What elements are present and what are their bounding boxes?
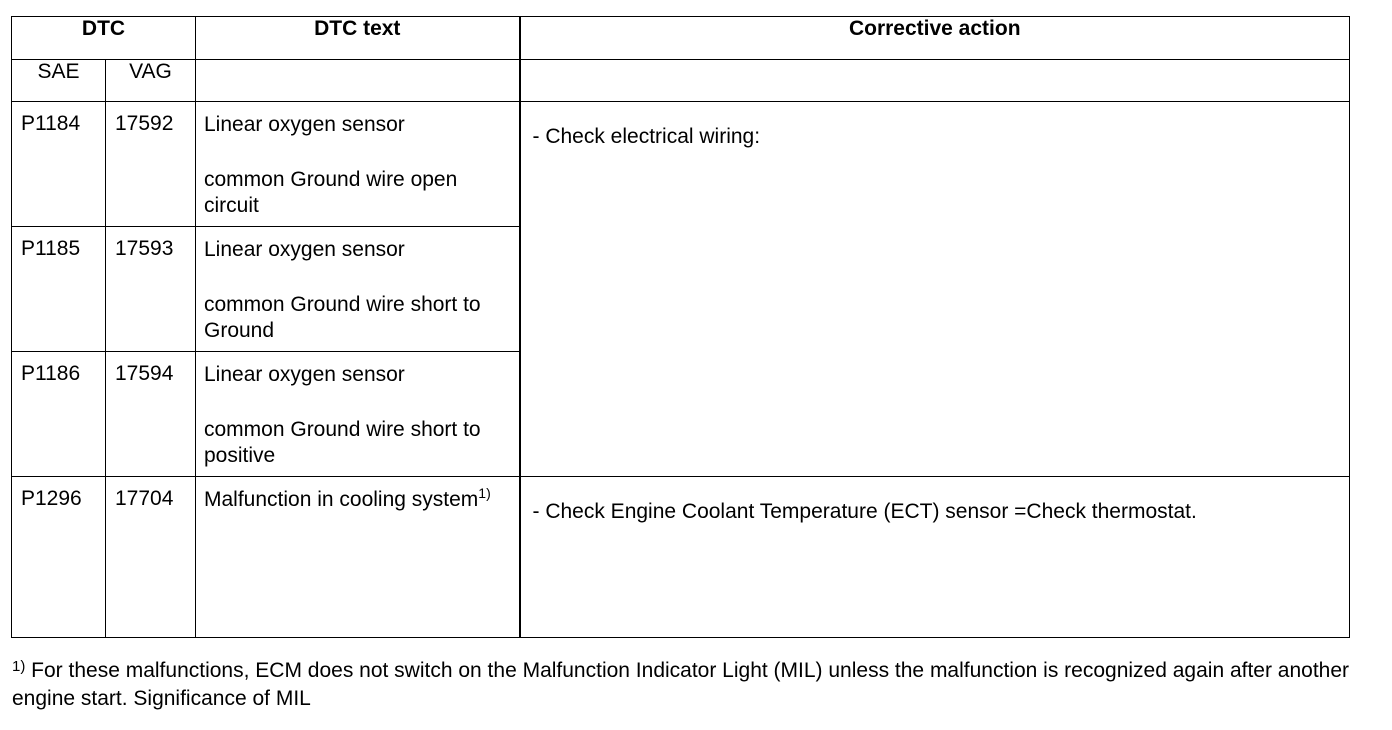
footnote-mark: 1) xyxy=(12,658,26,675)
dtc-text-cell: Linear oxygen sensor common Ground wire … xyxy=(195,101,520,227)
sae-code: P1186 xyxy=(11,351,106,477)
vag-code: 17704 xyxy=(105,476,196,638)
footnote: 1) For these malfunctions, ECM does not … xyxy=(12,657,1372,713)
corrective-action-text: - Check Engine Coolant Temperature (ECT)… xyxy=(532,500,1197,523)
dtc-text-line2: common Ground wire short to Ground xyxy=(204,293,481,342)
table-row: P1185 17593 Linear oxygen sensor common … xyxy=(11,226,1350,352)
sae-code: P1296 xyxy=(11,476,106,638)
dtc-text-cell: Malfunction in cooling system1) xyxy=(195,476,520,638)
header-row: DTC DTC text Corrective action xyxy=(11,16,1350,60)
table-row: P1186 17594 Linear oxygen sensor common … xyxy=(11,351,1350,477)
subheader-empty-text xyxy=(195,59,520,102)
corrective-action-text: - Check electrical wiring: xyxy=(532,125,761,148)
dtc-text-cell: Linear oxygen sensor common Ground wire … xyxy=(195,226,520,352)
dtc-text-line2: common Ground wire short to positive xyxy=(204,418,481,467)
header-corrective-action: Corrective action xyxy=(518,16,1350,60)
corrective-action-cell: - Check Engine Coolant Temperature (ECT)… xyxy=(518,476,1350,638)
dtc-table: DTC DTC text Corrective action SAE VAG P… xyxy=(11,16,1350,638)
table-row: P1184 17592 Linear oxygen sensor common … xyxy=(11,101,1350,477)
dtc-text-line1: Malfunction in cooling system xyxy=(204,488,479,511)
subheader-row: SAE VAG xyxy=(11,59,1350,102)
subheader-vag: VAG xyxy=(105,59,196,102)
header-dtc: DTC xyxy=(11,16,196,60)
header-dtc-text: DTC text xyxy=(195,16,520,60)
vag-code: 17592 xyxy=(105,101,196,227)
dtc-text-line1: Linear oxygen sensor xyxy=(204,113,405,136)
vag-code: 17593 xyxy=(105,226,196,352)
subheader-sae: SAE xyxy=(11,59,106,102)
corrective-action-cell: - Check electrical wiring: xyxy=(518,101,1350,477)
subheader-empty-action xyxy=(518,59,1350,102)
sae-code: P1184 xyxy=(11,101,106,227)
dtc-text-cell: Linear oxygen sensor common Ground wire … xyxy=(195,351,520,477)
dtc-text-line1: Linear oxygen sensor xyxy=(204,238,405,261)
footnote-marker: 1) xyxy=(478,485,491,501)
sae-code: P1185 xyxy=(11,226,106,352)
dtc-text-line2: common Ground wire open circuit xyxy=(204,168,458,217)
table-row: P1296 17704 Malfunction in cooling syste… xyxy=(11,476,1350,638)
footnote-text: For these malfunctions, ECM does not swi… xyxy=(12,659,1350,710)
vag-code: 17594 xyxy=(105,351,196,477)
dtc-text-line1: Linear oxygen sensor xyxy=(204,363,405,386)
